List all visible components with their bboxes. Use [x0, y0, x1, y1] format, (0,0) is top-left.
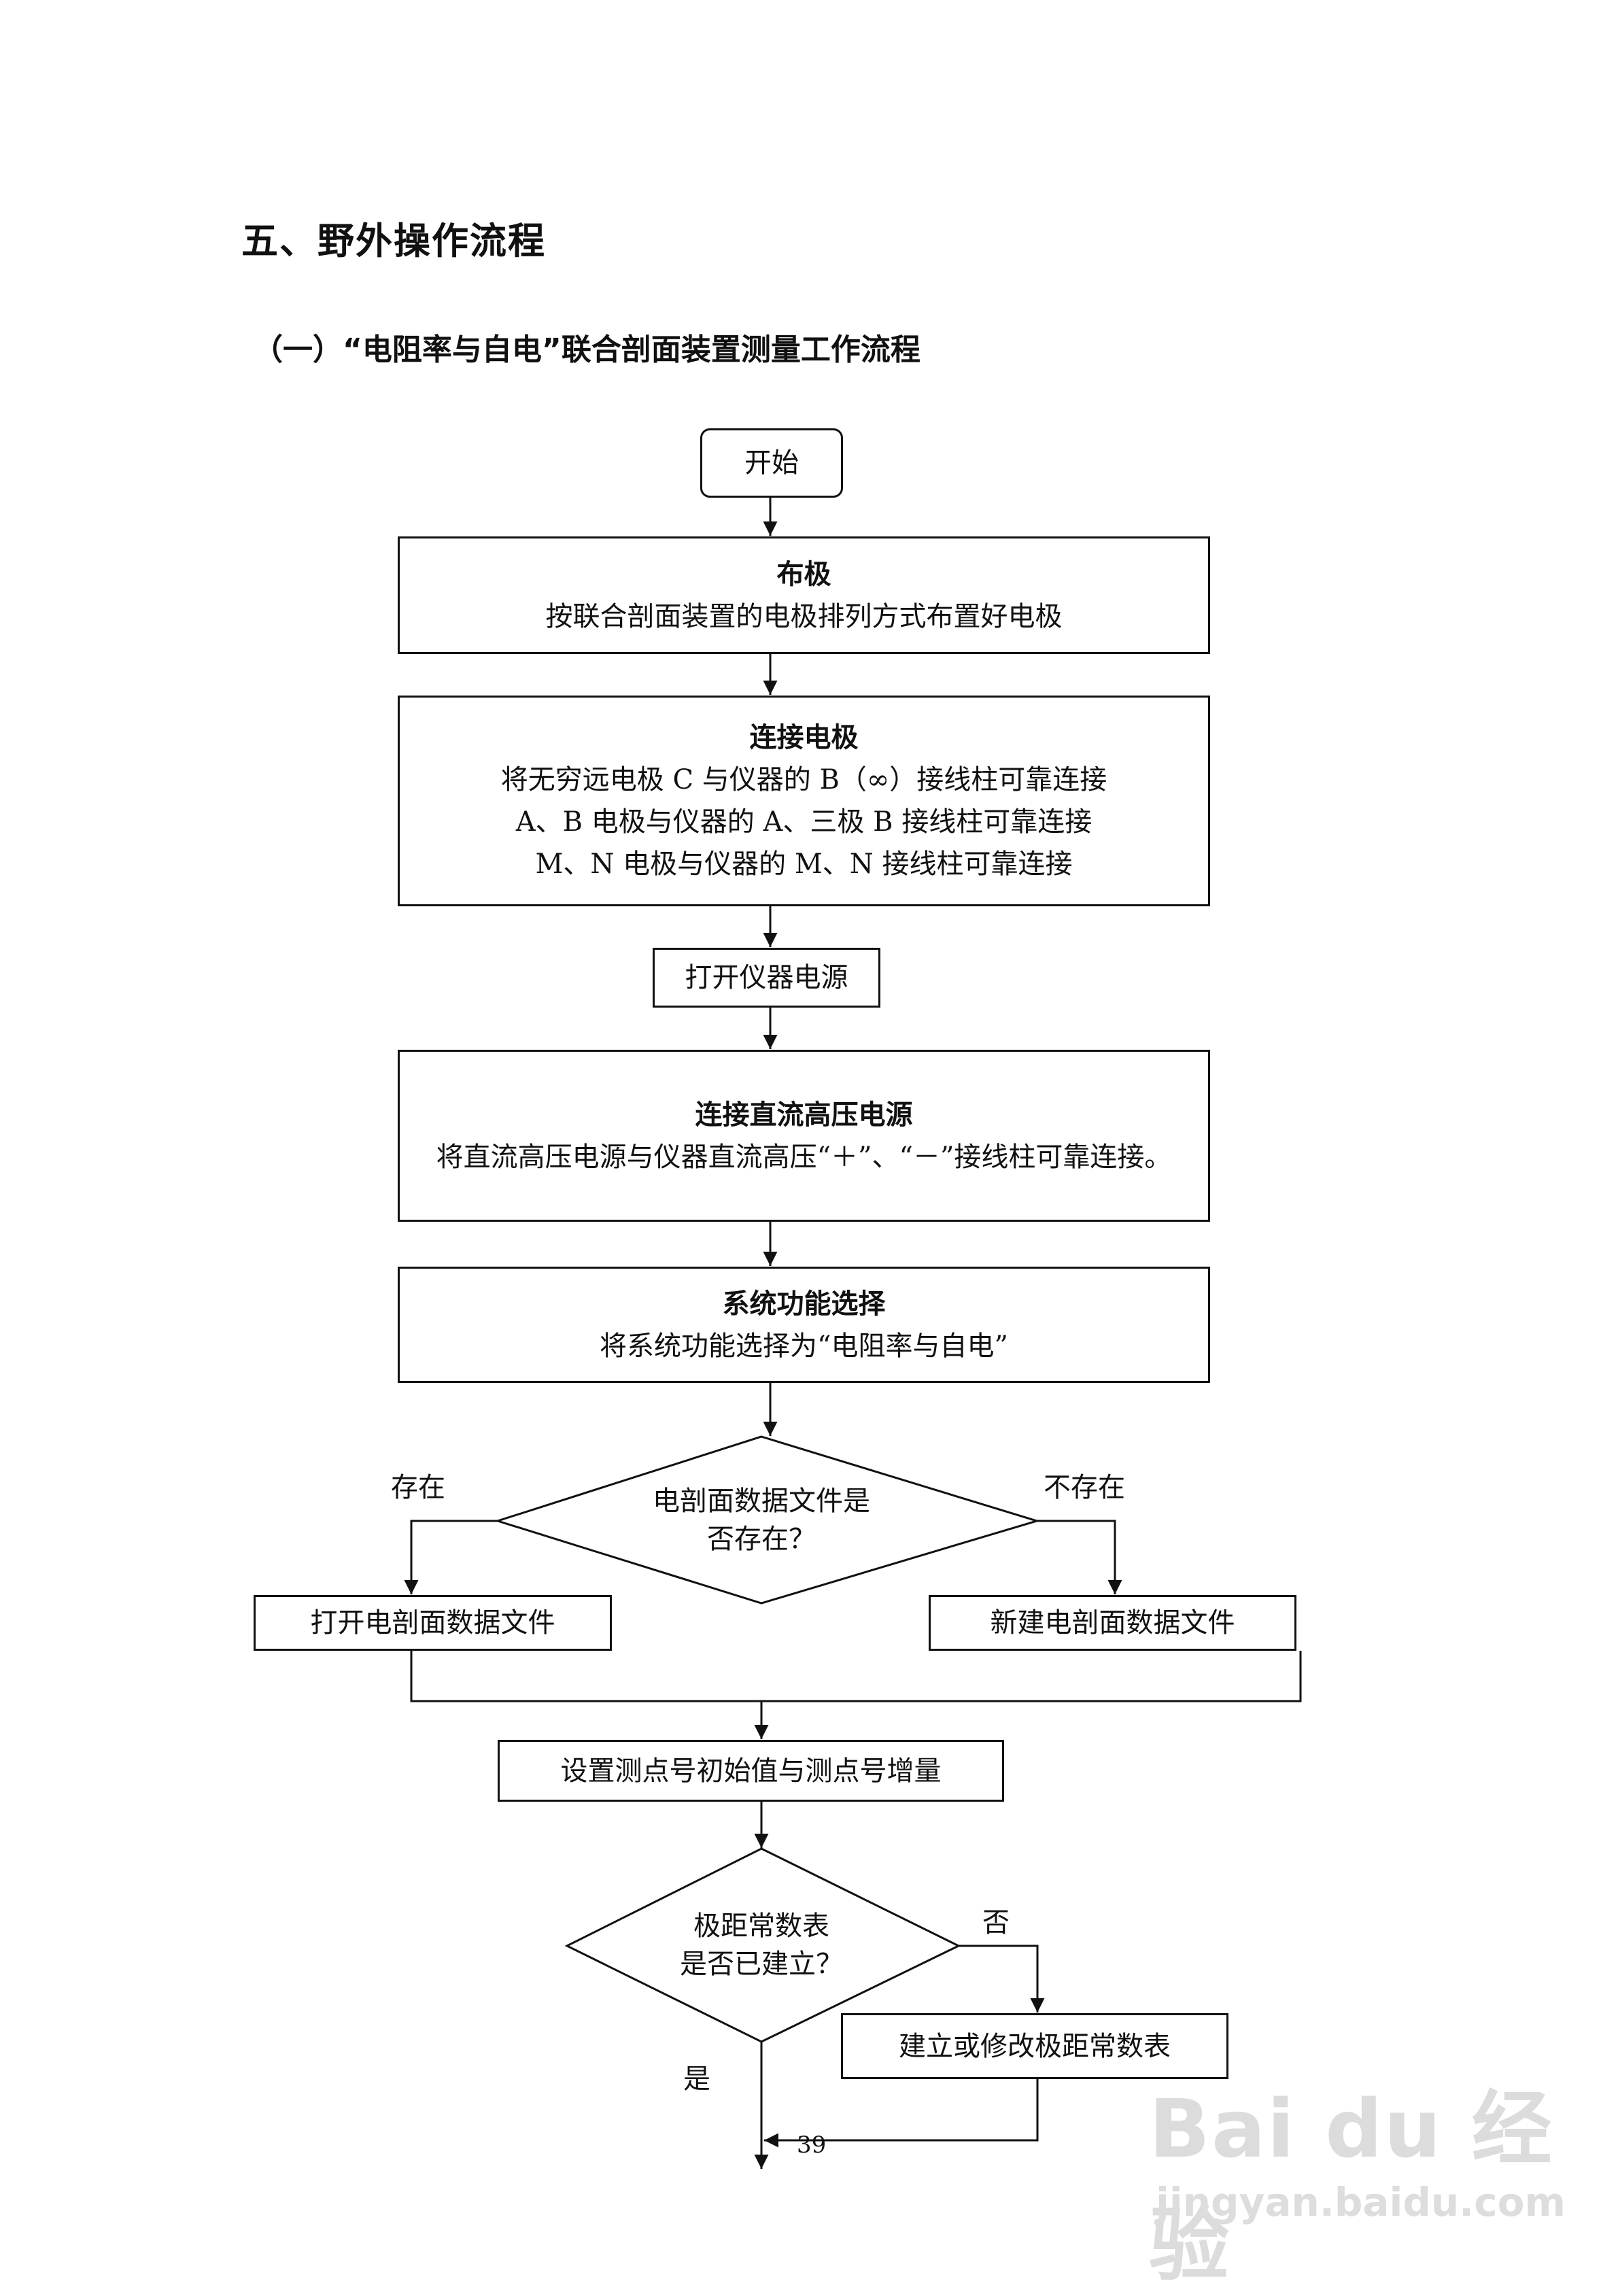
subsection-title: （一）“电阻率与自电”联合剖面装置测量工作流程 — [253, 332, 920, 367]
arrow-not-exists — [1037, 1520, 1122, 1594]
start-node: 开始 — [700, 428, 843, 498]
merge-line — [410, 1651, 1302, 1702]
decision1-diamond — [494, 1435, 1041, 1605]
decision2-text: 极距常数表 是否已建立？ — [680, 1911, 843, 1980]
label-yes: 是 — [683, 2063, 710, 2095]
layout-electrodes-node: 布极 按联合剖面装置的电极排列方式布置好电极 — [398, 536, 1210, 654]
page-number: 39 — [797, 2131, 827, 2159]
function-select-node: 系统功能选择 将系统功能选择为“电阻率与自电” — [398, 1267, 1210, 1383]
connect-hv-node: 连接直流高压电源 将直流高压电源与仪器直流高压“＋”、“－”接线柱可靠连接。 — [398, 1050, 1210, 1222]
section-title: 五、野外操作流程 — [241, 220, 546, 262]
new-file-node: 新建电剖面数据文件 — [929, 1595, 1296, 1651]
label-exists: 存在 — [391, 1472, 445, 1503]
open-file-node: 打开电剖面数据文件 — [254, 1595, 612, 1651]
label-not-exists: 不存在 — [1044, 1472, 1125, 1503]
watermark-url: jingyan.baidu.com — [1156, 2179, 1566, 2225]
arrow-exists — [404, 1520, 498, 1594]
build-table-node: 建立或修改极距常数表 — [841, 2013, 1228, 2079]
set-point-node: 设置测点号初始值与测点号增量 — [498, 1740, 1004, 1802]
label-no: 否 — [982, 1907, 1010, 1938]
connect-electrodes-node: 连接电极 将无穷远电极 C 与仪器的 B（∞）接线柱可靠连接 A、B 电极与仪器… — [398, 696, 1210, 906]
arrow-table-return — [764, 2079, 1039, 2148]
baidu-watermark: Bai du 经验 — [1149, 2082, 1553, 2292]
power-on-node: 打开仪器电源 — [653, 948, 880, 1008]
arrow-no — [959, 1944, 1045, 2012]
decision1-text: 电剖面数据文件是 否存在？ — [653, 1486, 870, 1555]
